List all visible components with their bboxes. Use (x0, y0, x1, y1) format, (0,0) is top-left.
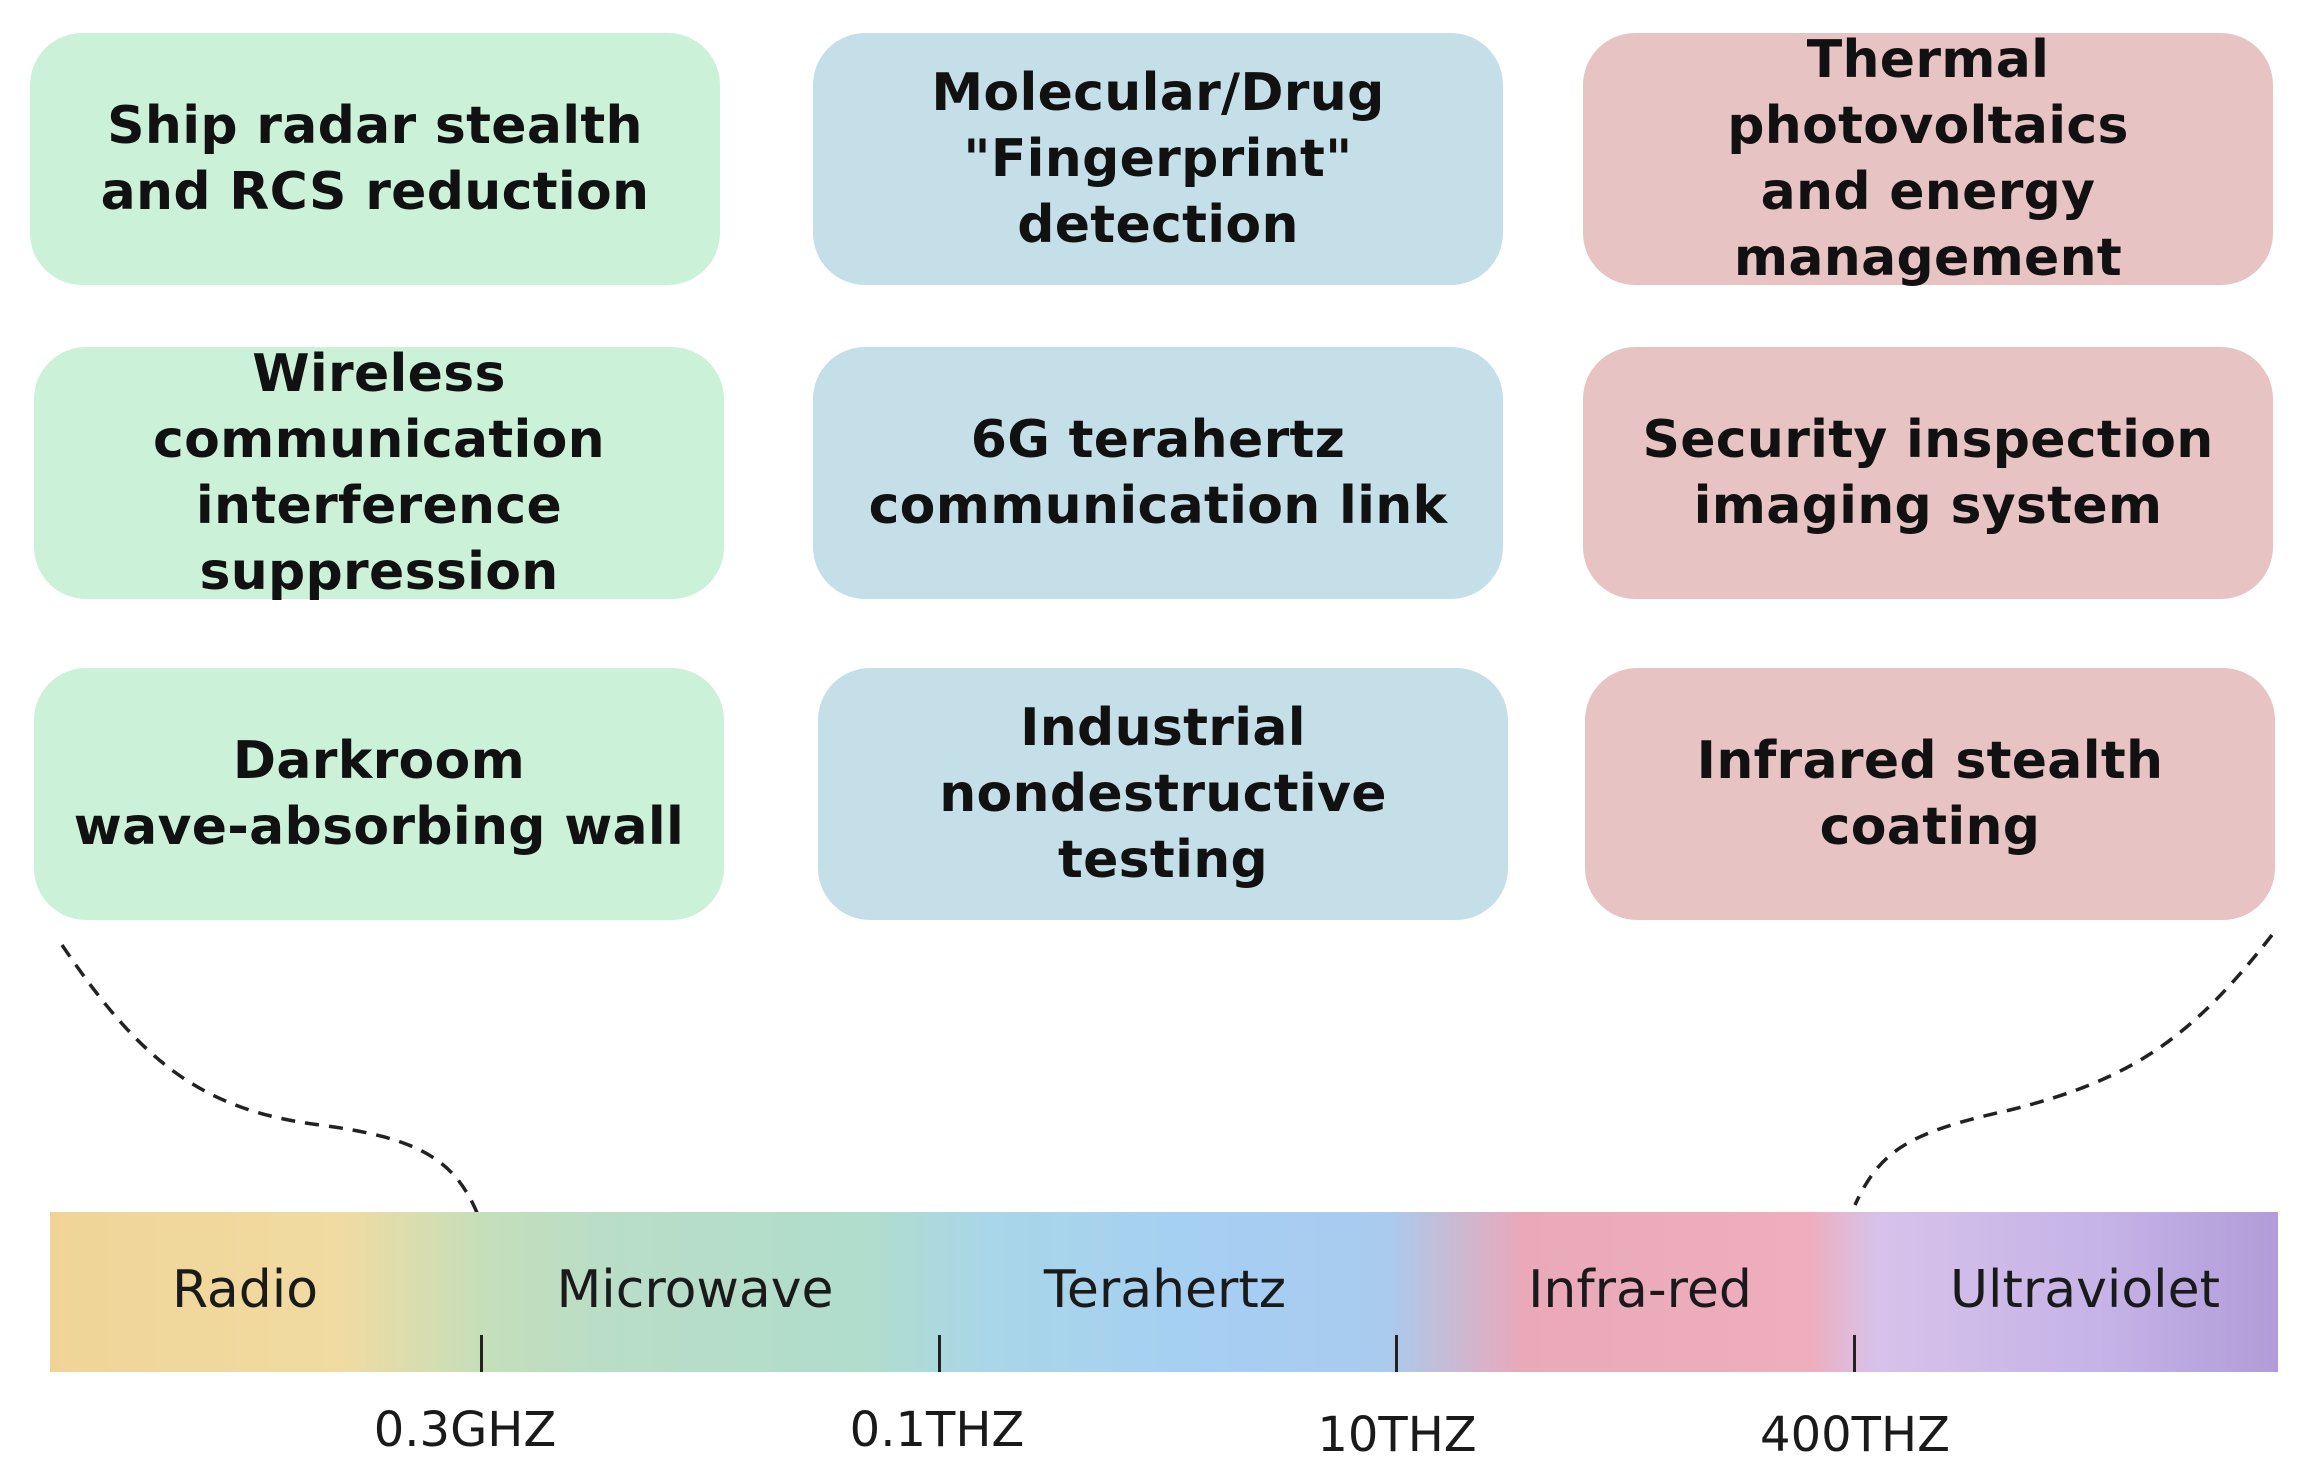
card-infrared-stealth-label: Infrared stealth coating (1696, 730, 2164, 857)
card-molecular-detection-label: Molecular/Drug "Fingerprint" detection (931, 62, 1385, 256)
band-ultraviolet: Ultraviolet (1949, 1260, 2220, 1320)
tick-0-3ghz (480, 1335, 483, 1372)
card-wireless-interference: Wireless communication interference supp… (34, 344, 724, 602)
freq-label-10thz: 10THZ (1317, 1407, 1477, 1463)
tick-400thz (1853, 1335, 1856, 1372)
card-security-inspection: Security inspection imaging system (1583, 347, 2273, 599)
card-molecular-detection: Molecular/Drug "Fingerprint" detection (813, 33, 1503, 285)
freq-label-400thz: 400THZ (1760, 1407, 1950, 1463)
card-darkroom-wall: Darkroom wave-absorbing wall (34, 668, 724, 920)
card-6g-terahertz: 6G terahertz communication link (813, 347, 1503, 599)
tick-0-1thz (938, 1335, 941, 1372)
card-6g-terahertz-label: 6G terahertz communication link (868, 409, 1448, 536)
tick-10thz (1395, 1335, 1398, 1372)
card-darkroom-wall-label: Darkroom wave-absorbing wall (73, 730, 685, 857)
card-ship-radar-stealth: Ship radar stealth and RCS reduction (30, 33, 720, 285)
card-security-inspection-label: Security inspection imaging system (1642, 409, 2214, 536)
card-industrial-ndt: Industrial nondestructive testing (818, 668, 1508, 920)
card-industrial-ndt-label: Industrial nondestructive testing (939, 697, 1387, 891)
spectrum-bar (50, 1212, 2278, 1372)
freq-label-0-3ghz: 0.3GHZ (373, 1402, 557, 1458)
card-ship-radar-stealth-label: Ship radar stealth and RCS reduction (100, 95, 650, 222)
card-wireless-interference-label: Wireless communication interference supp… (152, 343, 606, 603)
band-radio: Radio (171, 1260, 319, 1320)
left-dashed-connector (60, 944, 480, 1216)
band-terahertz: Terahertz (1043, 1260, 1287, 1320)
card-thermal-photovoltaics-label: Thermal photovoltaics and energy managem… (1727, 29, 2129, 289)
band-microwave: Microwave (556, 1260, 834, 1320)
card-infrared-stealth: Infrared stealth coating (1585, 668, 2275, 920)
card-thermal-photovoltaics: Thermal photovoltaics and energy managem… (1583, 30, 2273, 288)
band-infrared: Infra-red (1528, 1260, 1752, 1320)
freq-label-0-1thz: 0.1THZ (849, 1402, 1025, 1458)
right-dashed-connector (1853, 933, 2274, 1206)
